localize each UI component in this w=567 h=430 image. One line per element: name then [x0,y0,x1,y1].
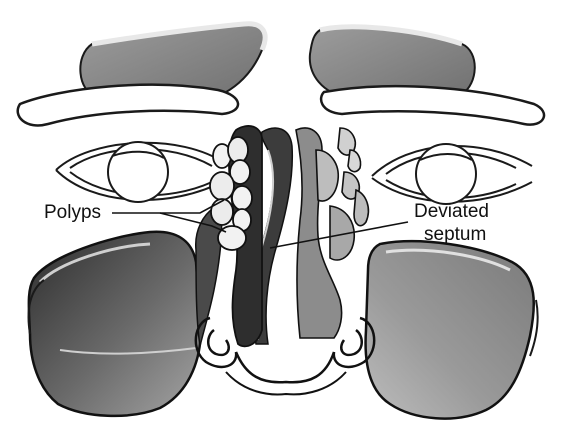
eyebrow-right [321,86,544,124]
nostrils [196,318,374,394]
deviated-septum-label-line1: Deviated [414,202,489,222]
polyps-leader-line [112,200,224,213]
deviated-septum-label-line2: septum [424,225,486,245]
eyebrow-left [18,85,238,126]
eye-right [372,144,532,204]
nasal-turbinates-right [296,128,368,338]
maxillary-sinus-right [366,241,534,418]
polyps-label: Polyps [44,203,101,223]
polyps-cluster [210,126,262,346]
eye-left [56,142,226,202]
maxillary-sinus-left [29,232,201,416]
